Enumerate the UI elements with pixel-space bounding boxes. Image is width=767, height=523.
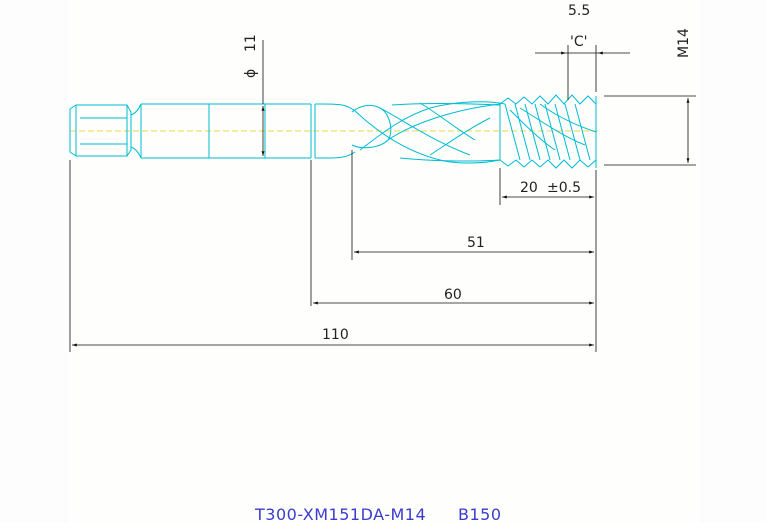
- dim-thread-size: M14: [676, 28, 692, 58]
- square-drive: [69, 104, 132, 157]
- dim-20-label: 20: [520, 180, 538, 196]
- title-block: T300-XM151DA-M14 B150: [254, 505, 502, 523]
- dim-shank-dia: 11: [243, 34, 259, 52]
- dimensions: [69, 40, 696, 352]
- threaded-section: [499, 94, 597, 169]
- drawing-sheet: [70, 0, 698, 523]
- dim-shank-dia-symbol: ϕ: [243, 69, 259, 78]
- dim-51-label: 51: [467, 235, 485, 251]
- dimension-labels: 110 60 51 20 ±0.5 5.5 'C' M14 ϕ 11: [243, 3, 692, 343]
- neck: [130, 103, 142, 159]
- flute-body: [314, 101, 506, 164]
- tap-tool: [69, 94, 600, 169]
- dim-20-tolerance: ±0.5: [547, 180, 581, 196]
- dim-110-label: 110: [322, 327, 349, 343]
- grade-code: B150: [458, 505, 502, 523]
- dim-chamfer-value: 5.5: [568, 3, 590, 19]
- shank: [140, 103, 316, 159]
- dim-chamfer-label: 'C': [570, 34, 587, 50]
- part-number: T300-XM151DA-M14: [254, 505, 426, 523]
- dim-60-label: 60: [444, 287, 462, 303]
